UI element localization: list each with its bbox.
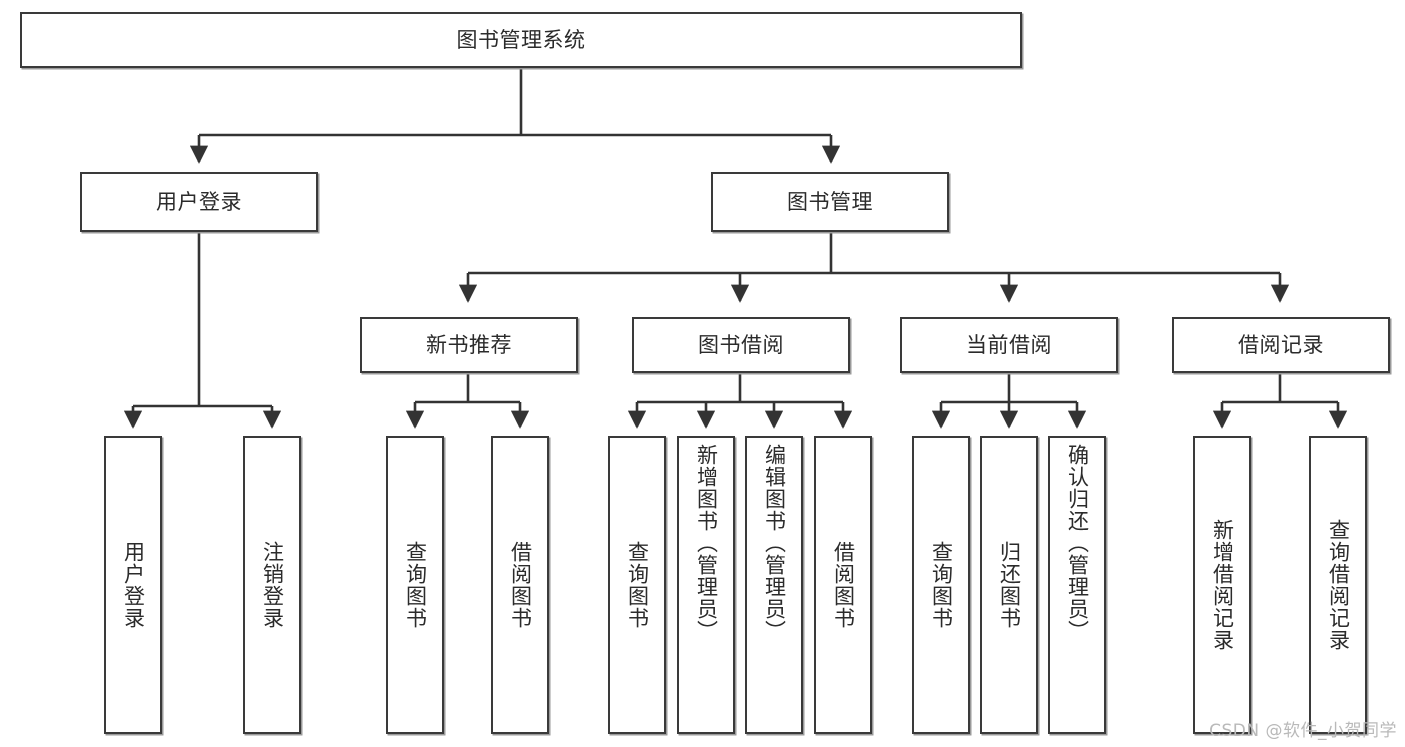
node-book-borrow-label: 图书借阅 [698, 332, 784, 357]
node-leaf-return-book[interactable]: 归还图书 [980, 436, 1038, 734]
node-current-borrow-label: 当前借阅 [966, 332, 1052, 357]
node-leaf-add-book-admin-label: 新增图书（管理员） [694, 444, 719, 642]
node-user-login[interactable]: 用户登录 [80, 172, 318, 232]
node-user-login-label: 用户登录 [156, 189, 242, 214]
node-root[interactable]: 图书管理系统 [20, 12, 1022, 68]
node-leaf-confirm-return-admin[interactable]: 确认归还（管理员） [1048, 436, 1106, 734]
node-leaf-add-borrow-record-label: 新增借阅记录 [1210, 519, 1235, 651]
node-leaf-edit-book-admin-label: 编辑图书（管理员） [762, 444, 787, 642]
node-book-management-label: 图书管理 [787, 189, 873, 214]
node-leaf-borrow-book-1[interactable]: 借阅图书 [491, 436, 549, 734]
node-leaf-user-login[interactable]: 用户登录 [104, 436, 162, 734]
node-current-borrow[interactable]: 当前借阅 [900, 317, 1118, 373]
node-leaf-edit-book-admin[interactable]: 编辑图书（管理员） [745, 436, 803, 734]
node-leaf-add-book-admin[interactable]: 新增图书（管理员） [677, 436, 735, 734]
node-leaf-query-book-2[interactable]: 查询图书 [608, 436, 666, 734]
node-borrow-records[interactable]: 借阅记录 [1172, 317, 1390, 373]
node-leaf-borrow-book-2-label: 借阅图书 [831, 541, 856, 629]
node-root-label: 图书管理系统 [456, 27, 586, 52]
node-leaf-query-book-2-label: 查询图书 [625, 541, 650, 629]
node-leaf-borrow-book-2[interactable]: 借阅图书 [814, 436, 872, 734]
node-leaf-query-borrow-record[interactable]: 查询借阅记录 [1309, 436, 1367, 734]
node-leaf-confirm-return-admin-label: 确认归还（管理员） [1065, 444, 1090, 642]
node-leaf-add-borrow-record[interactable]: 新增借阅记录 [1193, 436, 1251, 734]
node-new-book-recommend[interactable]: 新书推荐 [360, 317, 578, 373]
node-leaf-query-book-1-label: 查询图书 [403, 541, 428, 629]
node-new-book-recommend-label: 新书推荐 [426, 332, 512, 357]
node-leaf-query-book-1[interactable]: 查询图书 [386, 436, 444, 734]
node-book-management[interactable]: 图书管理 [711, 172, 949, 232]
node-leaf-user-login-label: 用户登录 [121, 541, 146, 629]
node-borrow-records-label: 借阅记录 [1238, 332, 1324, 357]
node-book-borrow[interactable]: 图书借阅 [632, 317, 850, 373]
node-leaf-borrow-book-1-label: 借阅图书 [508, 541, 533, 629]
node-leaf-query-borrow-record-label: 查询借阅记录 [1326, 519, 1351, 651]
node-leaf-query-book-3[interactable]: 查询图书 [912, 436, 970, 734]
node-leaf-return-book-label: 归还图书 [997, 541, 1022, 629]
node-leaf-query-book-3-label: 查询图书 [929, 541, 954, 629]
node-leaf-logout[interactable]: 注销登录 [243, 436, 301, 734]
node-leaf-logout-label: 注销登录 [260, 541, 285, 629]
